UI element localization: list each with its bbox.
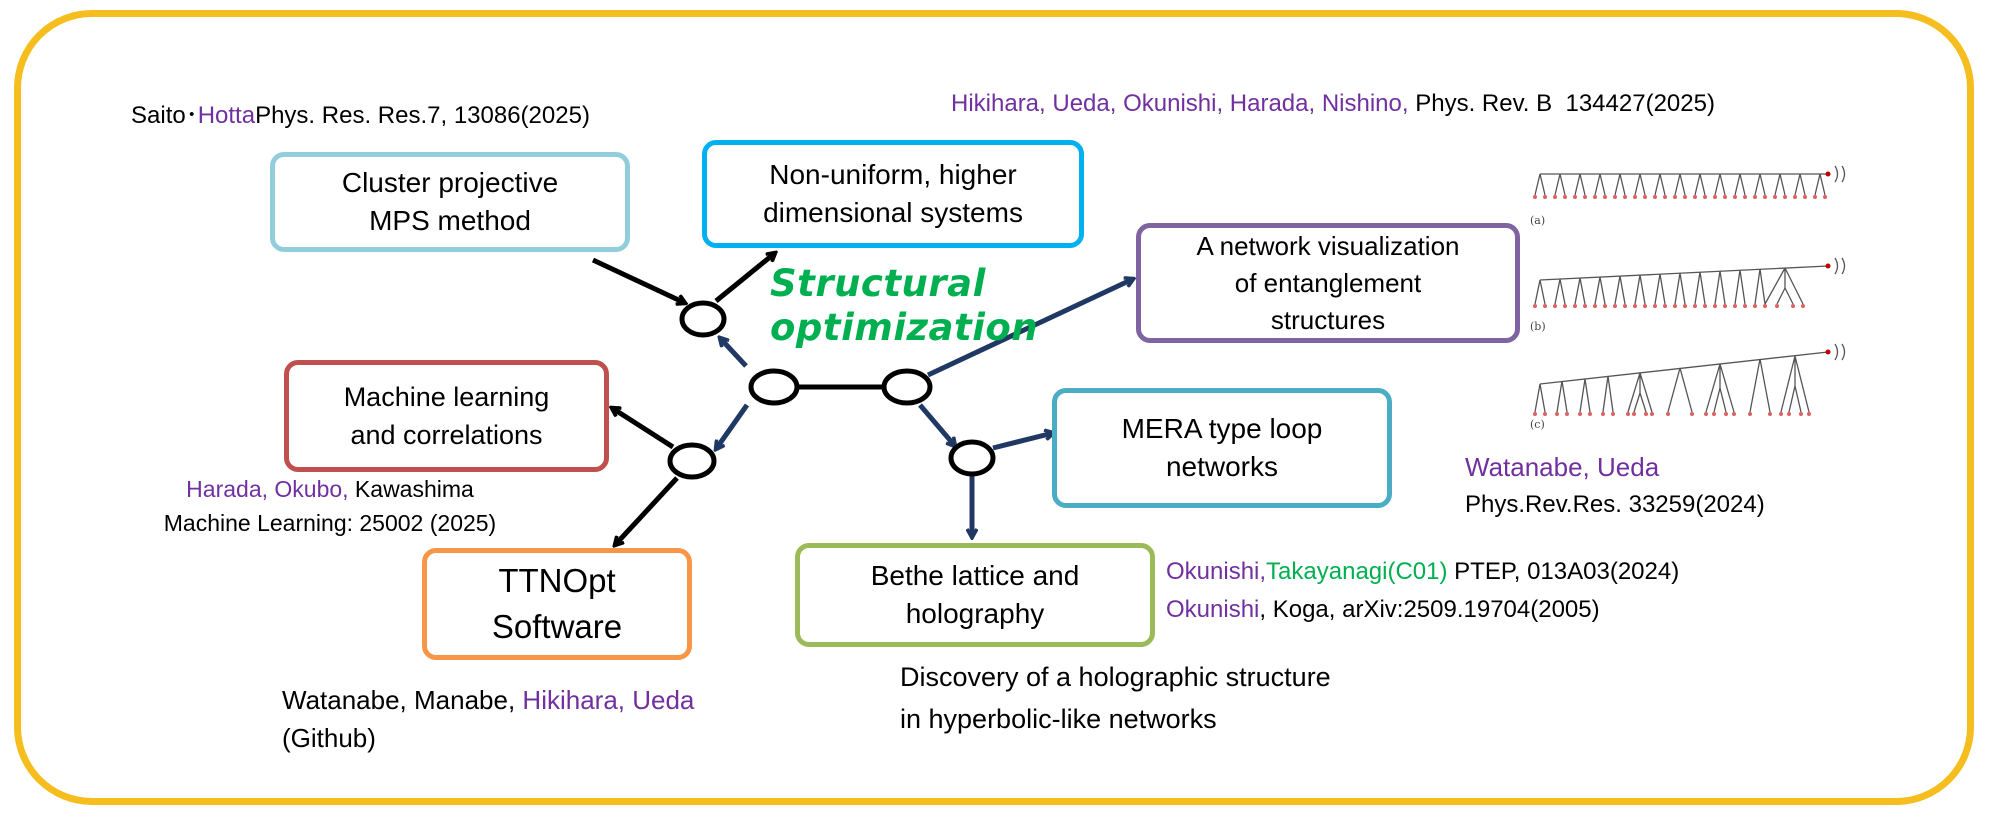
ref-ttnopt-authors-a: Watanabe, Manabe, xyxy=(282,685,523,715)
ref-hikihara-authors: Hikihara, Ueda, Okunishi, Harada, Nishin… xyxy=(951,90,1409,117)
ref-okunishi1-author: Okunishi, xyxy=(1166,558,1267,585)
discovery-line1: Discovery of a holographic structure xyxy=(900,662,1331,692)
box-cluster-projective-mps: Cluster projective MPS method xyxy=(270,152,630,252)
arrow-cluster-to-node xyxy=(591,257,685,303)
ref-hikihara-journal: Phys. Rev. B 134427(2025) xyxy=(1408,90,1715,117)
ref-okunishi-takayanagi: Okunishi,Takayanagi(C01) PTEP, 013A03(20… xyxy=(1166,554,1679,590)
arrow-to-mera xyxy=(992,433,1053,451)
ref-watanabe-ueda-authors: Watanabe, Ueda xyxy=(1465,452,1660,482)
node-bottom-right xyxy=(948,439,996,477)
ref-watanabe-ueda-journal: Phys.Rev.Res. 33259(2024) xyxy=(1465,491,1765,518)
ref-ttnopt-authors-b: Hikihara, Ueda xyxy=(522,685,695,715)
ref-hikihara: Hikihara, Ueda, Okunishi, Harada, Nishin… xyxy=(951,86,1715,122)
ref-ttnopt-authors: Watanabe, Manabe, Hikihara, Ueda (Github… xyxy=(282,681,694,757)
tree-b xyxy=(1533,257,1846,308)
ref-saito-hotta: Saito･HottaPhys. Res. Res.7, 13086(2025) xyxy=(131,98,590,134)
ref-ttnopt-github: (Github) xyxy=(282,723,376,753)
ref-harada-journal: Machine Learning: 25002 (2025) xyxy=(163,510,497,536)
node-bottom-left xyxy=(667,442,717,480)
box-mera-loop-networks: MERA type loop networks xyxy=(1052,388,1392,508)
structural-optimization-title: Structural optimization xyxy=(770,262,1039,349)
node-center-left xyxy=(748,368,800,406)
discovery-line2: in hyperbolic-like networks xyxy=(900,704,1217,734)
arrow-to-ml xyxy=(612,408,675,450)
ref-takayanagi-author: Takayanagi(C01) xyxy=(1266,558,1448,585)
ref-saito-author: Saito xyxy=(131,102,186,129)
ref-watanabe-ueda: Watanabe, Ueda Phys.Rev.Res. 33259(2024) xyxy=(1465,448,1765,524)
box-bethe-lattice-holography: Bethe lattice and holography xyxy=(795,543,1155,647)
box-machine-learning: Machine learning and correlations xyxy=(284,360,609,472)
tree-c xyxy=(1533,343,1846,416)
ref-saito-journal: Phys. Res. Res.7, 13086(2025) xyxy=(255,102,590,129)
arrow-left-to-lower xyxy=(716,403,750,449)
box-ttnopt-software: TTNOpt Software xyxy=(422,548,692,660)
discovery-caption: Discovery of a holographic structure in … xyxy=(900,656,1331,740)
box-nonuniform-systems: Non-uniform, higher dimensional systems xyxy=(702,140,1084,248)
ref-hotta-author: Hotta xyxy=(197,102,256,129)
ref-okunishi2-rest: , Koga, arXiv:2509.19704(2005) xyxy=(1259,596,1600,623)
ref-okunishi2-author: Okunishi xyxy=(1166,596,1260,623)
ref-harada-authors: Harada, Okubo, xyxy=(186,476,349,502)
ref-saito-sep: ･ xyxy=(185,102,198,129)
ref-okunishi1-journal: PTEP, 013A03(2024) xyxy=(1447,558,1680,585)
tree-a xyxy=(1533,165,1846,199)
ref-okunishi-koga: Okunishi, Koga, arXiv:2509.19704(2005) xyxy=(1166,592,1600,628)
node-center-right xyxy=(881,368,933,406)
tree-label-c: (c) xyxy=(1530,418,1545,431)
ref-harada-rest: Kawashima xyxy=(348,476,474,502)
tree-label-a: (a) xyxy=(1530,214,1545,227)
arrow-left-to-upper xyxy=(720,338,748,368)
arrow-right-to-mid xyxy=(918,403,955,446)
arrow-to-ttnopt xyxy=(615,476,679,545)
box-network-visualization: A network visualization of entanglement … xyxy=(1136,223,1520,343)
tree-network-figure: (a) (b) (c) xyxy=(1530,165,1846,431)
node-top xyxy=(679,300,727,338)
ref-harada: Harada, Okubo, Kawashima Machine Learnin… xyxy=(135,472,525,540)
arrow-node-to-nonuniform xyxy=(714,253,775,303)
tree-label-b: (b) xyxy=(1530,320,1546,333)
arrow-to-network-vis xyxy=(926,279,1133,378)
rounded-frame xyxy=(14,10,1974,805)
